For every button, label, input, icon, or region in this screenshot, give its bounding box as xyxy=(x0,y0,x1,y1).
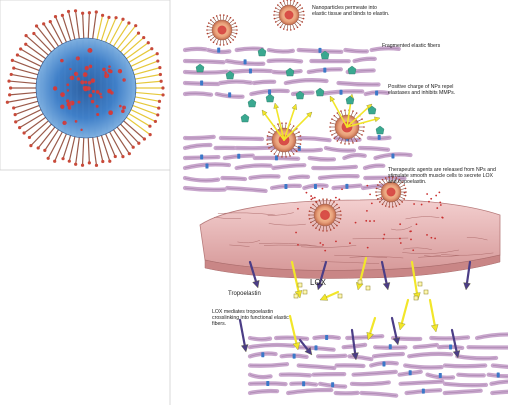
arrow xyxy=(430,300,435,325)
arrow xyxy=(402,300,408,323)
elastase-enzyme xyxy=(196,64,204,72)
arrow-head xyxy=(274,103,279,109)
label-therapeutic-release: Therapeutic agents are released from NPs… xyxy=(388,168,500,186)
elastase-enzyme xyxy=(248,99,256,107)
nanoparticle xyxy=(273,0,305,31)
lox-molecule xyxy=(366,286,370,290)
elastase-enzyme xyxy=(348,66,356,74)
arrow xyxy=(326,292,338,297)
lox-molecule xyxy=(424,290,428,294)
lox-molecule xyxy=(418,282,422,286)
elastic-fibers-regenerated-bottom xyxy=(250,334,508,395)
arrow-head xyxy=(241,344,248,352)
arrow-head xyxy=(431,324,438,332)
nanoparticle xyxy=(206,14,238,45)
nanoparticle-molecular-model xyxy=(6,9,165,167)
elastase-enzyme xyxy=(376,126,384,134)
label-lox: LOX xyxy=(310,278,326,287)
label-fragmented-fibers: Fragmented elastic fibers xyxy=(382,44,482,50)
arrow-head xyxy=(253,280,260,288)
arrow xyxy=(352,330,355,353)
lox-molecule xyxy=(358,280,362,284)
arrow-head xyxy=(383,282,390,290)
lox-molecule xyxy=(414,296,418,300)
label-tropoelastin: Tropoelastin xyxy=(228,291,261,298)
lox-molecule xyxy=(298,283,302,287)
elastase-enzyme xyxy=(241,114,249,122)
arrow xyxy=(392,318,396,338)
arrow-head xyxy=(374,117,380,122)
elastase-enzyme xyxy=(286,68,294,76)
label-np-permeate: Nanoparticles permeate into elastic tiss… xyxy=(312,6,392,18)
label-positive-charge: Positive charge of NPs repel elastases a… xyxy=(388,85,472,97)
lox-molecule xyxy=(294,294,298,298)
elastase-enzyme xyxy=(266,94,274,102)
lox-molecule xyxy=(303,290,307,294)
smooth-muscle-tissue xyxy=(200,200,500,279)
arrow-head xyxy=(393,337,400,345)
arrow-head xyxy=(464,283,471,290)
arrow-head xyxy=(398,322,405,330)
arrow xyxy=(370,318,375,333)
arrow-head xyxy=(292,104,297,110)
lox-molecule xyxy=(338,294,342,298)
elastase-enzyme xyxy=(316,88,324,96)
label-lox-crosslinking: LOX mediates tropoelastin crosslinking i… xyxy=(212,310,292,328)
